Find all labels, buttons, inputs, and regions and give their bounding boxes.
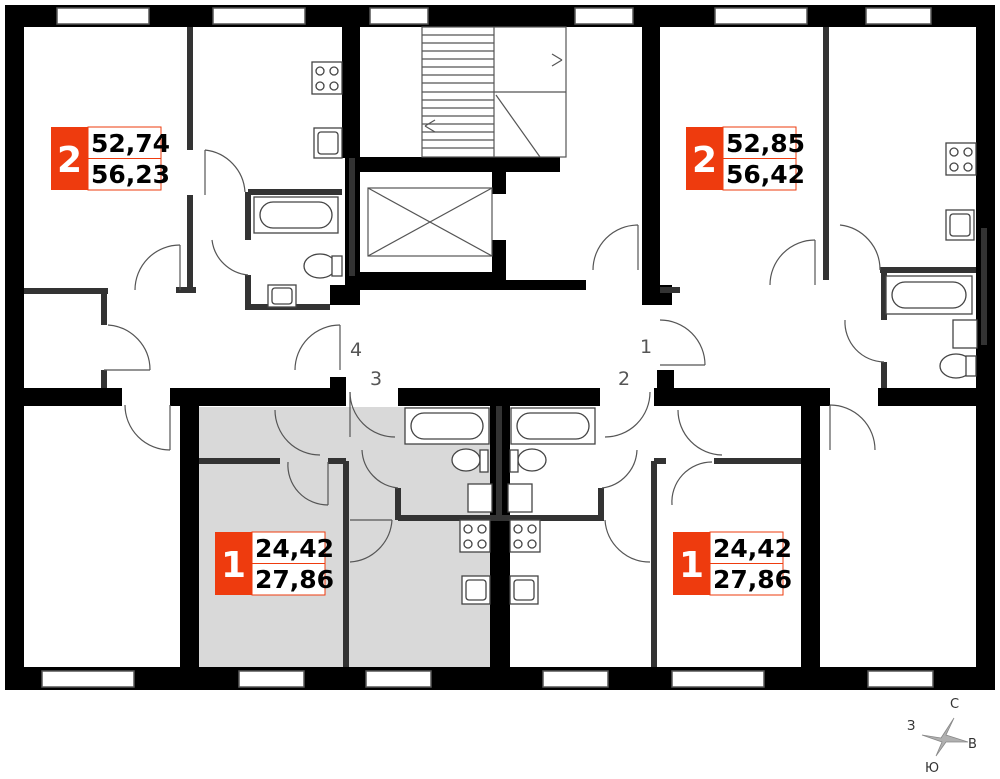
apartment-area-total: 56,42 [726,160,805,189]
door-number-3: 3 [370,368,382,390]
door-number-1: 1 [640,336,652,358]
apartment-area-total: 27,86 [255,565,334,594]
apartment-label-c[interactable]: 1 24,42 27,86 [215,531,334,596]
windows-bottom [41,670,934,688]
apartment-rooms: 1 [221,545,246,586]
door-number-2: 2 [618,368,630,390]
partitions [24,27,987,667]
compass-east: В [968,737,977,752]
apartment-area-living: 52,85 [726,129,805,158]
apartment-area-total: 27,86 [713,565,792,594]
compass-west: З [907,719,915,734]
door-number-4: 4 [350,339,362,361]
apartment-label-d[interactable]: 1 24,42 27,86 [673,531,792,596]
elevator [367,187,493,257]
apartment-rooms: 1 [679,545,704,586]
apartment-rooms: 2 [57,140,82,181]
apartment-label-b[interactable]: 2 52,85 56,42 [686,126,805,191]
stairs [421,26,567,158]
apartment-area-living: 24,42 [713,534,792,563]
compass-south: Ю [925,761,939,776]
compass-north: С [950,697,959,712]
apartment-area-living: 52,74 [91,129,170,158]
fixtures [253,61,978,605]
compass-star-icon [921,717,969,757]
doors [104,149,885,563]
apartment-label-a[interactable]: 2 52,74 56,23 [51,126,170,191]
apartment-area-living: 24,42 [255,534,334,563]
apartment-area-total: 56,23 [91,160,170,189]
windows-top [56,7,932,25]
apartment-rooms: 2 [692,140,717,181]
interior-walls [24,5,976,668]
compass: С В Ю З [907,697,977,776]
